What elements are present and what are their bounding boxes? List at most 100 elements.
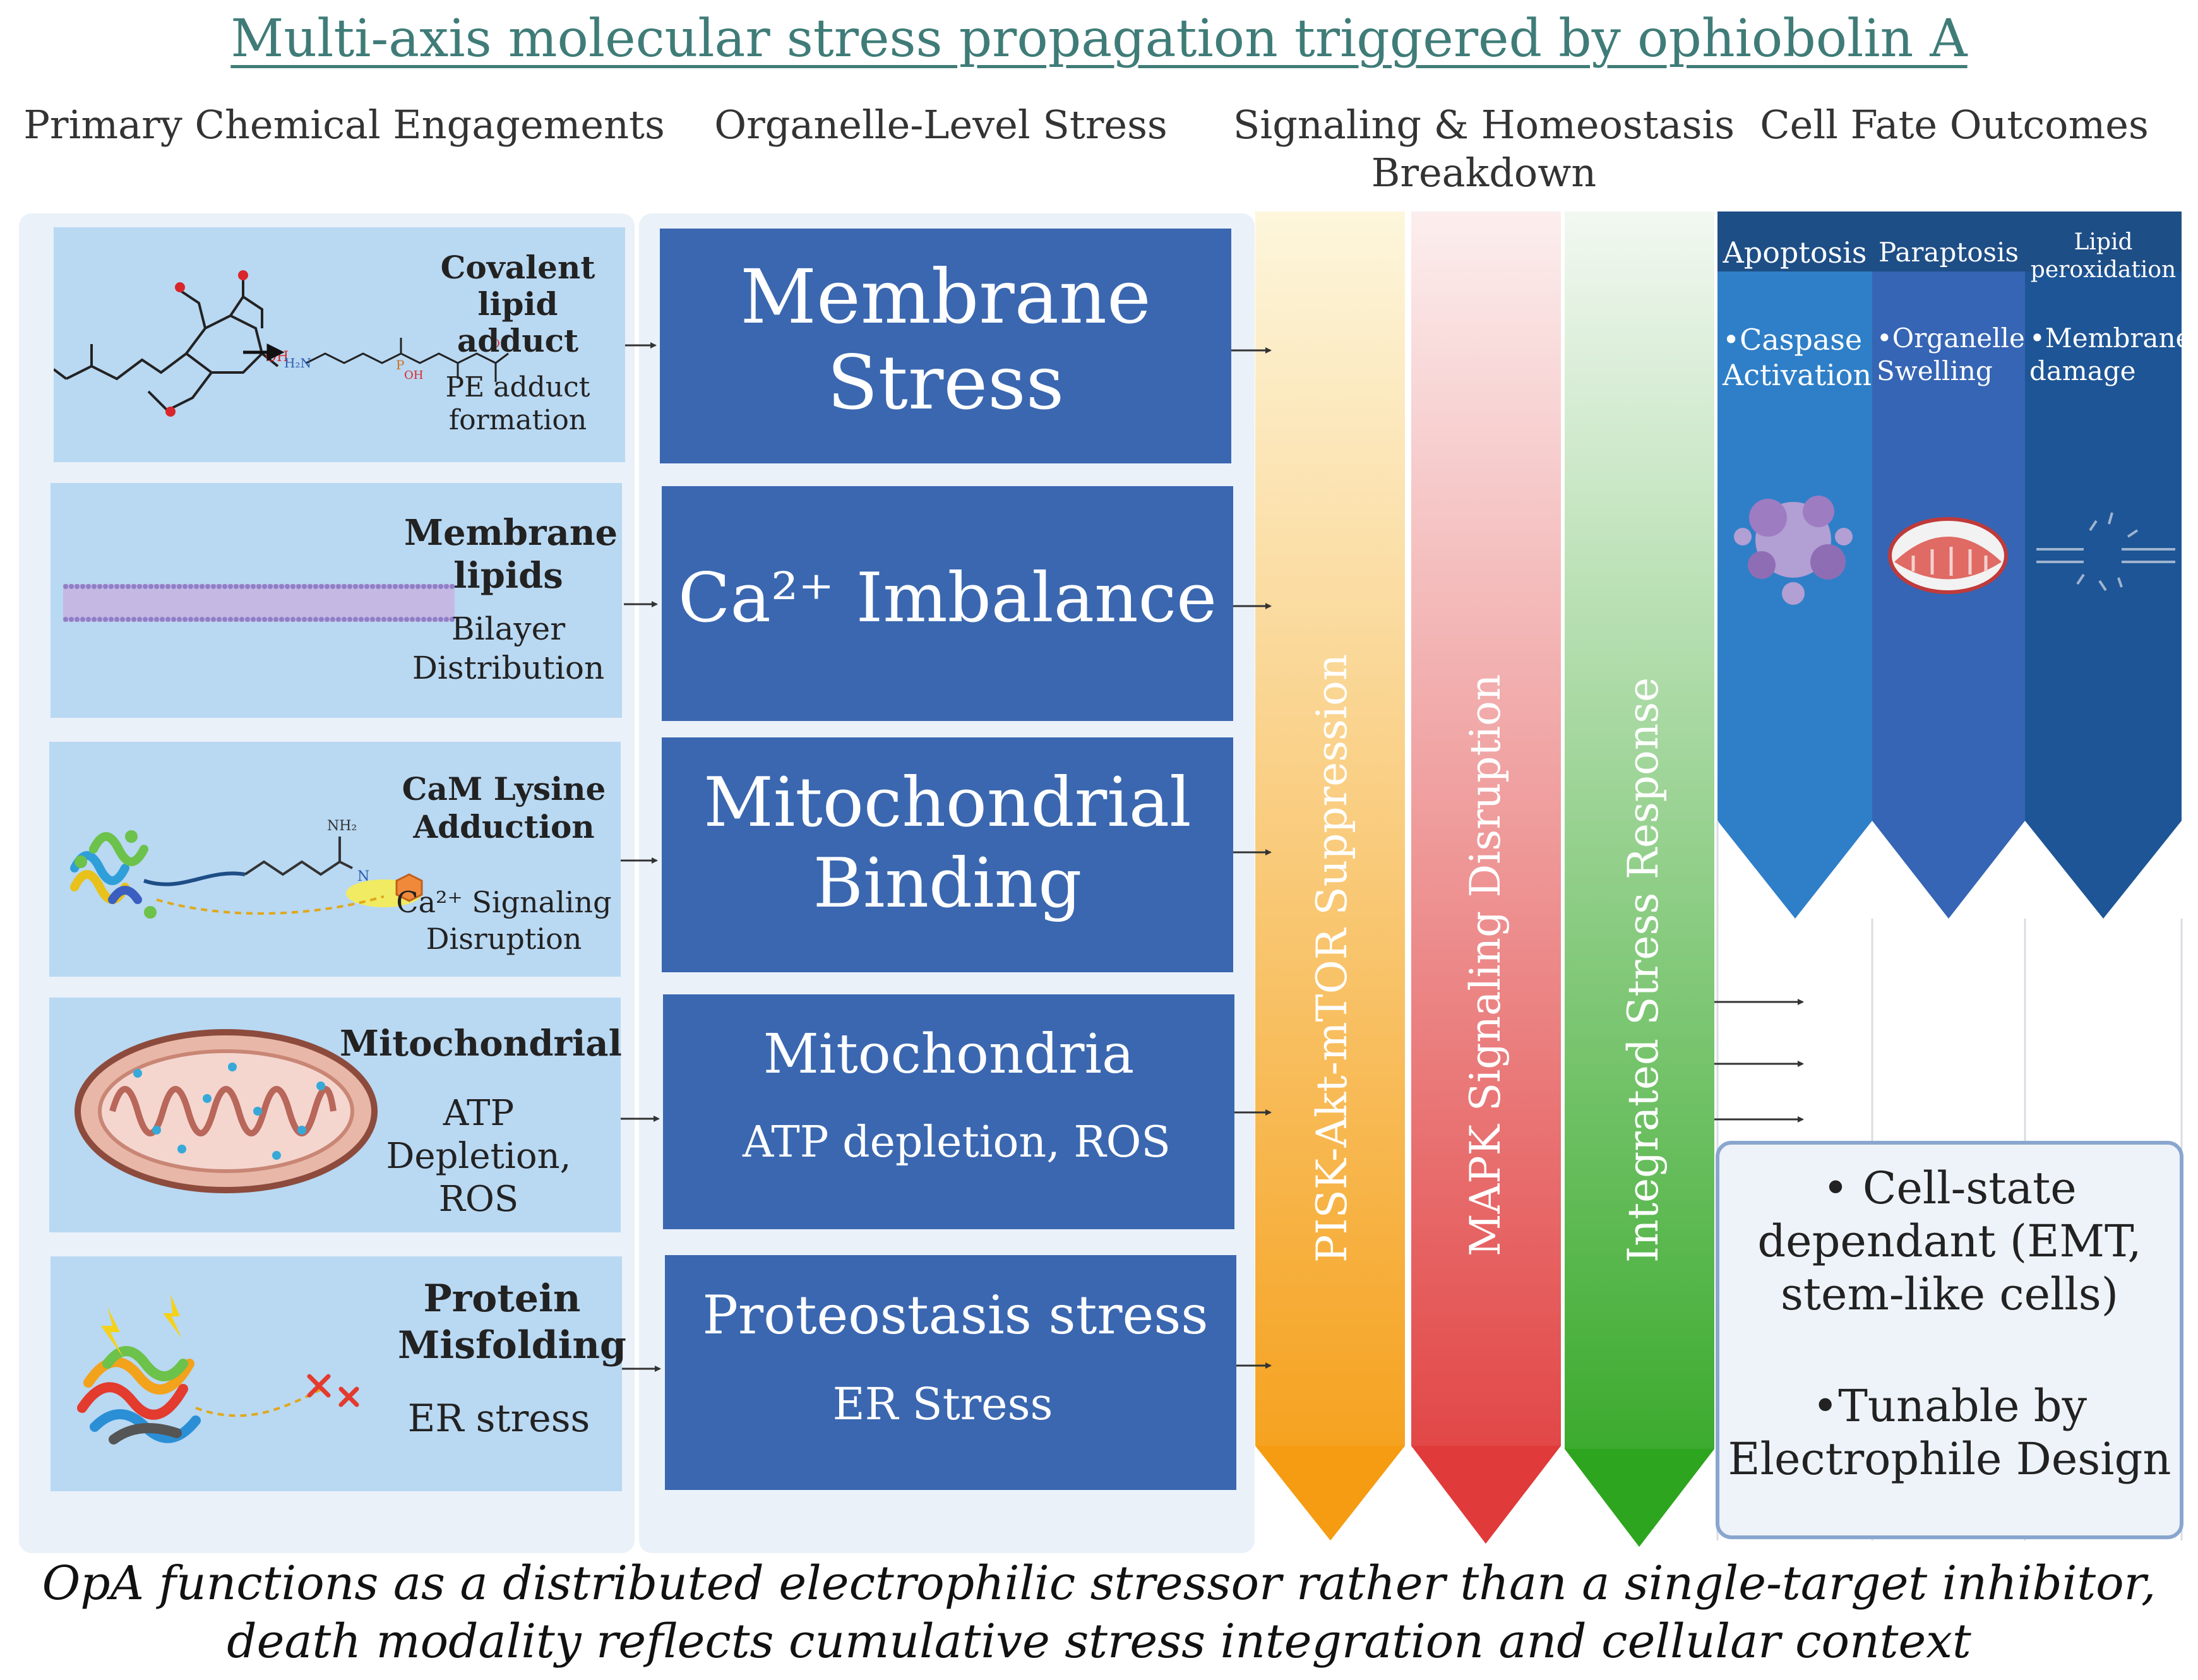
engagement-title-2: CaM Lysine Adduction — [397, 770, 611, 846]
lipid-head-dot — [103, 584, 108, 589]
engagement-sub-2: Ca²⁺ Signaling Disruption — [390, 884, 618, 957]
engagement-title-3: Mitochondrial — [340, 1023, 622, 1064]
lipid-head-dot — [92, 584, 97, 589]
context-line: •Tunable by — [1812, 1380, 2088, 1432]
lipid-head-dot — [262, 617, 267, 622]
context-box-text-1: • Cell-state dependant (EMT, stem-like c… — [1721, 1162, 2178, 1321]
context-box-text-2: •Tunable by Electrophile Design — [1721, 1379, 2178, 1486]
fate-head-paraptosis: Paraptosis — [1878, 237, 2019, 268]
h2n-label: H₂N — [284, 355, 311, 371]
lipid-head-dot — [450, 584, 455, 589]
lipid-head-dot — [182, 584, 188, 589]
fate-sub-lipid-peroxidation: •Membrane damage — [2029, 322, 2191, 388]
stress-box-proteostasis: Proteostasis stress ER Stress — [665, 1255, 1236, 1490]
lipid-head-dot — [353, 584, 358, 589]
lipid-head-dot — [69, 584, 74, 589]
lipid-head-dot — [376, 617, 381, 622]
oxygen-atom-icon — [165, 407, 176, 417]
lipid-head-dot — [342, 584, 347, 589]
lipid-head-dot — [228, 584, 233, 589]
engagement-title-line: Misfolding — [398, 1323, 626, 1367]
signaling-arrow-isr — [1565, 211, 1714, 1547]
lipid-head-dot — [86, 617, 91, 622]
lipid-head-dot — [239, 584, 244, 589]
lipid-head-dot — [194, 617, 199, 622]
lipid-head-dot — [444, 617, 449, 622]
lipid-head-dot — [160, 584, 165, 589]
stress-title-3: Mitochondria — [763, 1023, 1135, 1086]
lipid-head-dot — [114, 617, 119, 622]
lipid-head-dot — [347, 617, 352, 622]
lipid-head-dot — [251, 617, 256, 622]
lipid-head-dot — [290, 584, 296, 589]
engagement-sub-line: PE adduct — [445, 371, 590, 403]
lipid-head-dot — [262, 584, 267, 589]
lipid-head-dot — [137, 617, 142, 622]
mitochondrion-icon — [75, 1029, 378, 1193]
stress-sub-3: ATP depletion, ROS — [743, 1117, 1171, 1167]
lipid-head-dot — [160, 617, 165, 622]
lipid-head-dot — [421, 584, 426, 589]
lipid-head-dot — [234, 617, 239, 622]
oxygen-atom-icon — [175, 282, 185, 292]
lipid-head-dot — [148, 584, 153, 589]
fate-arrow-lipid-peroxidation — [2025, 211, 2182, 919]
signaling-arrow-mapk — [1411, 211, 1561, 1544]
lipid-head-dot — [427, 617, 432, 622]
lipid-head-dot — [364, 617, 369, 622]
apoptotic-cell-icon — [1734, 496, 1853, 605]
lipid-head-dot — [325, 617, 330, 622]
stress-title-1: Ca²⁺ Imbalance — [678, 559, 1217, 638]
signaling-label-pi3k: PISK-Akt-mTOR Suppression — [1308, 654, 1356, 1263]
lipid-head-dot — [268, 617, 273, 622]
lipid-head-dot — [137, 584, 142, 589]
lipid-head-dot — [126, 617, 131, 622]
lipid-head-dot — [171, 617, 176, 622]
context-line: • Cell-state — [1822, 1162, 2077, 1214]
lipid-head-dot — [433, 617, 438, 622]
stress-box-mitochondrial-binding: Mitochondrial Binding — [662, 737, 1233, 972]
lipid-head-dot — [182, 617, 188, 622]
lipid-head-dot — [222, 617, 227, 622]
lipid-head-dot — [285, 584, 290, 589]
lipid-head-dot — [415, 584, 421, 589]
signaling-arrow-pi3k — [1255, 211, 1405, 1540]
lipid-head-dot — [279, 584, 284, 589]
lipid-head-dot — [319, 584, 324, 589]
column-heading-engagements: Primary Chemical Engagements — [23, 102, 665, 148]
context-line: Electrophile Design — [1728, 1433, 2171, 1485]
context-box-frame — [1716, 1141, 2183, 1539]
fate-head-lipid-peroxidation: Lipid peroxidation — [2025, 229, 2182, 284]
engagement-title-line: adduct — [457, 322, 579, 359]
lipid-head-dot — [194, 584, 199, 589]
signaling-label-mapk: MAPK Signaling Disruption — [1461, 674, 1510, 1256]
lipid-head-dot — [302, 584, 307, 589]
lipid-head-dot — [319, 617, 324, 622]
footer-caption: OpA functions as a distributed electroph… — [0, 1554, 2198, 1671]
lipid-head-dot — [393, 584, 398, 589]
lipid-head-dot — [273, 584, 278, 589]
lipid-head-dot — [336, 617, 341, 622]
stress-box-membrane: Membrane Stress — [660, 229, 1231, 463]
engagement-title-line: Membrane — [404, 512, 618, 554]
lipid-head-dot — [268, 584, 273, 589]
footer-line: OpA functions as a distributed electroph… — [42, 1556, 2156, 1611]
lipid-head-dot — [120, 584, 125, 589]
engagement-sub-3: ATP Depletion, ROS — [378, 1092, 580, 1221]
lipid-head-dot — [444, 584, 449, 589]
lipid-head-dot — [410, 617, 415, 622]
lipid-head-dot — [296, 584, 301, 589]
lipid-head-dot — [114, 584, 119, 589]
column-heading-fate: Cell Fate Outcomes — [1760, 102, 2149, 148]
engagement-title-1: Membrane lipids — [404, 511, 618, 597]
oh-label-2: OH — [404, 369, 423, 382]
lipid-head-dot — [251, 584, 256, 589]
lipid-head-dot — [126, 584, 131, 589]
engagement-sub-line: Depletion, — [386, 1136, 571, 1177]
pe-adduct-structure-icon: OH H₂N P OH O — [54, 270, 509, 417]
fate-sub-line: Activation — [1723, 358, 1872, 392]
signaling-label-isr: Integrated Stress Response — [1619, 677, 1668, 1263]
engagement-title-4: Protein Misfolding — [398, 1275, 626, 1369]
stress-box-mitochondria: Mitochondria ATP depletion, ROS — [663, 994, 1234, 1229]
engagement-sub-0: PE adduct formation — [420, 371, 616, 437]
